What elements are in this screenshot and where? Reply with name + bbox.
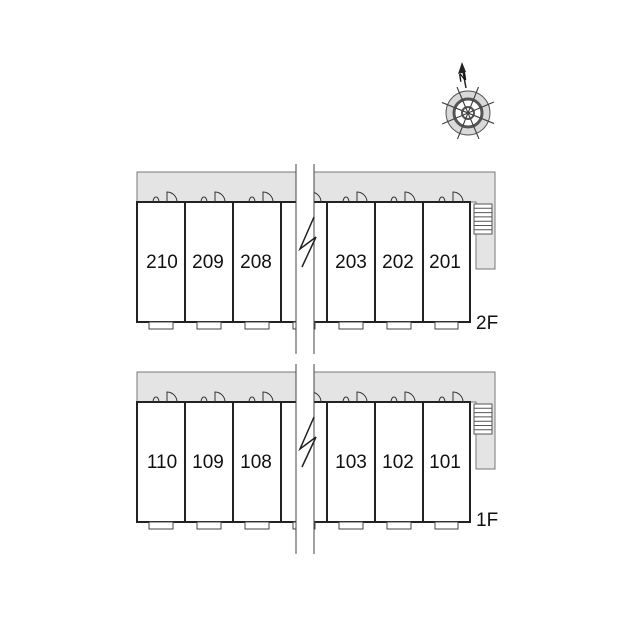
balcony	[386, 521, 412, 530]
stair	[473, 403, 493, 435]
balcony	[196, 321, 222, 330]
balcony	[244, 321, 270, 330]
meter-box	[390, 396, 398, 403]
floor-label-2f: 2F	[476, 313, 498, 334]
meter-box	[200, 396, 208, 403]
balcony	[196, 521, 222, 530]
unit-label-101: 101	[429, 452, 461, 473]
unit-outline	[136, 401, 186, 523]
meter-box	[152, 196, 160, 203]
meter-box	[438, 396, 446, 403]
meter-box	[390, 196, 398, 203]
balcony	[338, 521, 364, 530]
door-swing	[452, 191, 464, 203]
unit-outline	[184, 401, 234, 523]
meter-box	[438, 196, 446, 203]
balcony	[338, 321, 364, 330]
unit-outline	[422, 401, 471, 523]
unit-label-110: 110	[147, 452, 177, 473]
unit-label-203: 203	[335, 252, 367, 273]
door-swing	[356, 191, 368, 203]
balcony	[386, 321, 412, 330]
unit-outline	[232, 401, 282, 523]
meter-box	[342, 396, 350, 403]
unit-label-209: 209	[192, 252, 224, 273]
door-swing	[166, 191, 178, 203]
unit-label-103: 103	[335, 452, 367, 473]
north-label: N	[457, 70, 470, 84]
unit-label-202: 202	[382, 252, 414, 273]
meter-box	[152, 396, 160, 403]
door-swing	[404, 191, 416, 203]
balcony	[434, 321, 459, 330]
unit-label-109: 109	[192, 452, 224, 473]
unit-label-208: 208	[240, 252, 272, 273]
door-swing	[452, 391, 464, 403]
unit-label-102: 102	[382, 452, 414, 473]
balcony	[434, 521, 459, 530]
meter-box	[248, 396, 256, 403]
north-arrow-shaft	[461, 65, 467, 89]
unit-outline	[326, 401, 376, 523]
door-swing	[262, 391, 274, 403]
break-zigzag	[298, 216, 317, 268]
door-swing	[356, 391, 368, 403]
floor-label-1f: 1F	[476, 510, 498, 531]
unit-label-108: 108	[240, 452, 272, 473]
door-swing	[214, 191, 226, 203]
door-swing	[166, 391, 178, 403]
balcony	[148, 521, 174, 530]
door-swing	[404, 391, 416, 403]
meter-box	[248, 196, 256, 203]
compass-rose: N	[441, 62, 495, 140]
unit-outline	[422, 201, 471, 323]
stair	[473, 203, 493, 235]
balcony	[244, 521, 270, 530]
unit-outline	[184, 201, 234, 323]
floor-2f: 210 209 208 203 202 201 2F	[136, 164, 498, 354]
balcony	[148, 321, 174, 330]
unit-outline	[374, 201, 424, 323]
unit-label-201: 201	[429, 252, 461, 273]
floor-1f: 110 109 108 103 102 101 1F	[136, 364, 498, 554]
break-zigzag	[298, 416, 317, 468]
meter-box	[342, 196, 350, 203]
door-swing	[262, 191, 274, 203]
unit-label-210: 210	[146, 252, 178, 273]
door-swing	[214, 391, 226, 403]
compass-ray	[442, 101, 494, 125]
unit-outline	[136, 201, 186, 323]
meter-box	[200, 196, 208, 203]
